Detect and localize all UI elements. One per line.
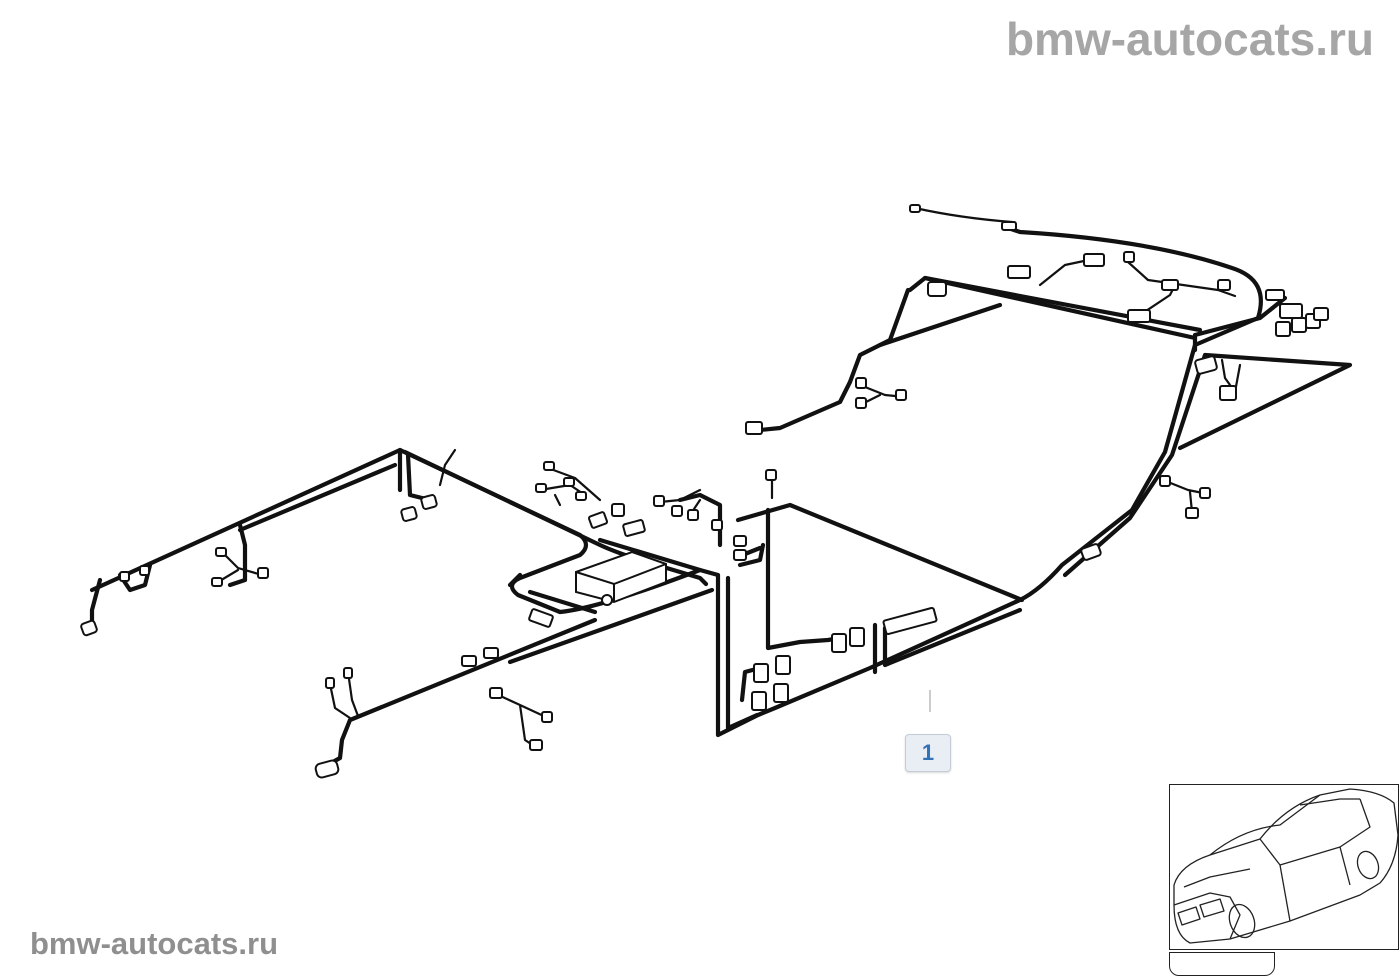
control-module (575, 550, 667, 606)
thumbnail-tab[interactable] (1169, 952, 1275, 976)
harness-main-trunk (89, 206, 1353, 771)
car-outline-icon (1173, 788, 1398, 944)
part-callout-1[interactable]: 1 (905, 734, 951, 772)
harness-connectors (80, 204, 1329, 779)
watermark-top: bmw-autocats.ru (1005, 13, 1374, 65)
watermark-bottom: bmw-autocats.ru (30, 926, 279, 961)
vehicle-thumbnail[interactable] (1169, 784, 1399, 950)
